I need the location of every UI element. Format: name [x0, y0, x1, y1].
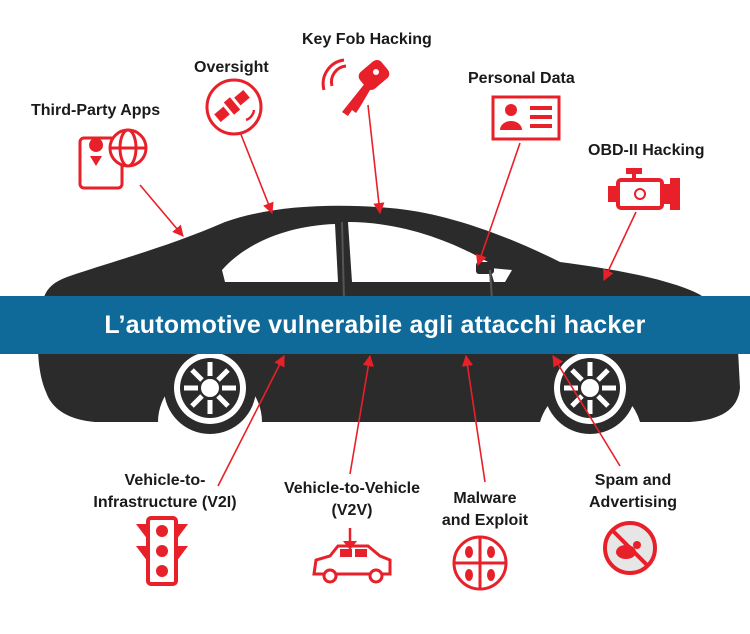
engine-icon: [608, 168, 680, 210]
rear-wheel: [164, 342, 256, 434]
arrow-v2i: [217, 355, 285, 487]
arrow-key-fob: [367, 104, 385, 215]
front-wheel: [544, 342, 636, 434]
label-personal-data: Personal Data: [468, 70, 575, 87]
arrow-v2v: [349, 354, 374, 475]
no-spam-icon: [603, 521, 657, 575]
label-v2v-line1: Vehicle-to-Vehicle: [283, 480, 421, 497]
satellite-icon: [205, 78, 263, 136]
key-fob-icon: [321, 58, 390, 116]
bug-cross-icon: [452, 535, 508, 591]
label-malware-line1: Malware: [453, 490, 517, 507]
label-third-party-apps: Third-Party Apps: [31, 102, 161, 119]
arrows: [139, 104, 637, 487]
arrow-malware: [461, 354, 486, 483]
label-v2v: Vehicle-to-Vehicle (V2V): [262, 478, 442, 522]
arrow-obd: [603, 211, 637, 282]
label-oversight: Oversight: [194, 59, 269, 76]
title-banner: L’automotive vulnerabile agli attacchi h…: [0, 296, 750, 354]
label-v2i: Vehicle-to- Infrastructure (V2I): [70, 470, 260, 514]
car-icon: [312, 528, 392, 584]
label-malware-line2: and Exploit: [441, 512, 529, 529]
id-card-icon: [491, 95, 561, 141]
arrow-personal-data: [475, 142, 521, 267]
label-obd-hacking: OBD-II Hacking: [588, 142, 705, 159]
globe-location-icon: [78, 128, 148, 190]
arrow-oversight: [239, 131, 274, 215]
traffic-light-icon: [136, 516, 188, 586]
label-v2i-line1: Vehicle-to-: [124, 472, 206, 489]
label-malware: Malware and Exploit: [430, 488, 540, 532]
arrow-spam: [552, 355, 621, 467]
label-spam-line2: Advertising: [588, 494, 677, 511]
banner-title: L’automotive vulnerabile agli attacchi h…: [104, 310, 646, 339]
label-key-fob-hacking: Key Fob Hacking: [302, 31, 432, 48]
label-v2i-line2: Infrastructure (V2I): [93, 494, 237, 511]
label-spam: Spam and Advertising: [578, 470, 688, 514]
label-spam-line1: Spam and: [594, 472, 672, 489]
label-v2v-line2: (V2V): [331, 502, 373, 519]
arrow-third-party: [139, 184, 184, 237]
